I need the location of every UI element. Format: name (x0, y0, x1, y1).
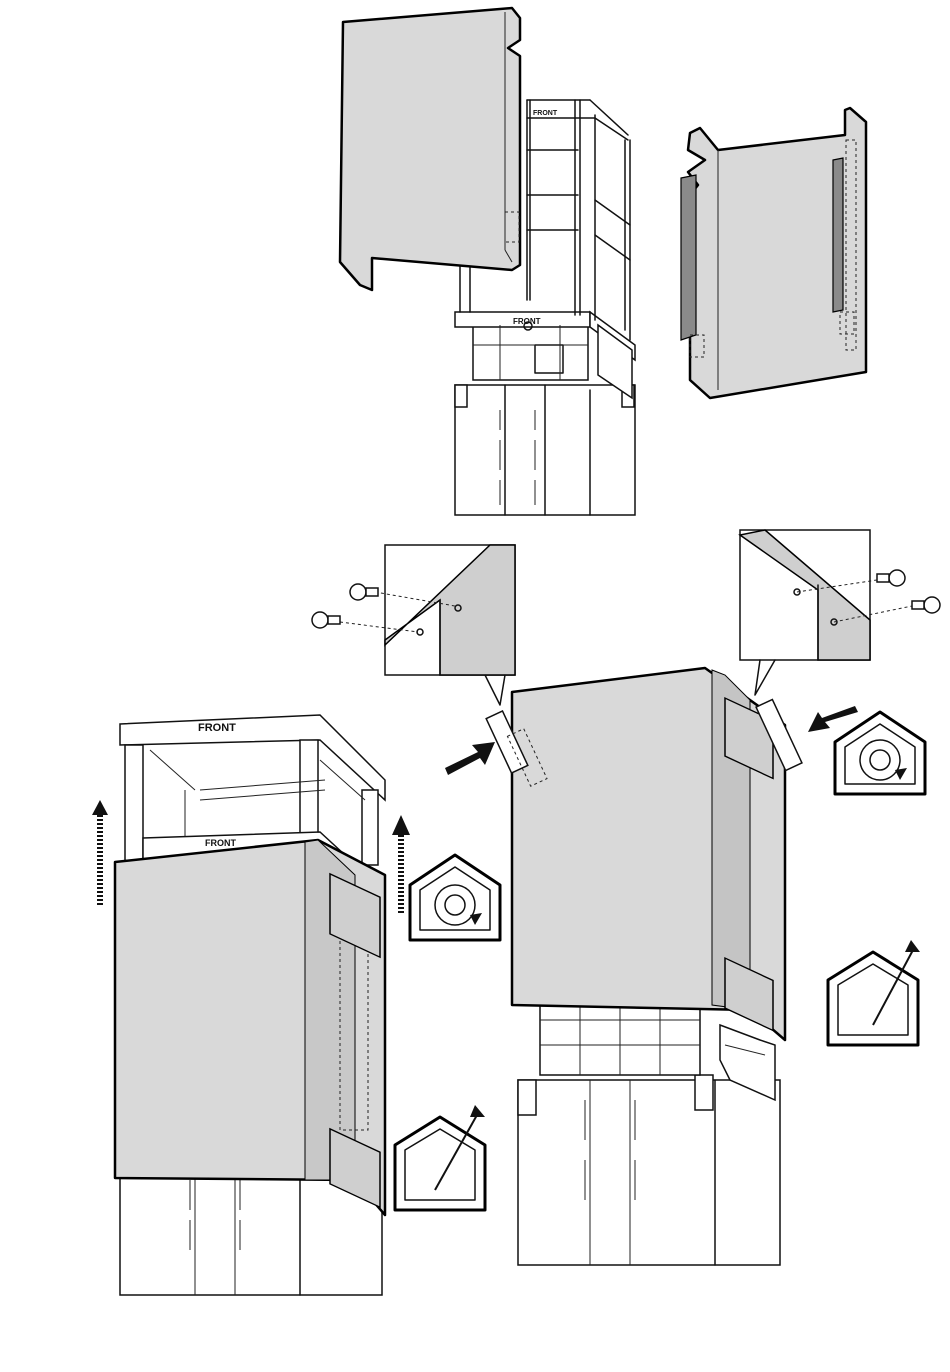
house-recirculation-icon (835, 712, 925, 794)
right-lower-duct (518, 1075, 780, 1265)
bottom-left-assembly: FRONT FRONT (92, 715, 500, 1295)
detail-callout-left (340, 545, 515, 705)
top-side-cover (681, 108, 866, 398)
top-lower-duct (455, 385, 635, 515)
right-cover (512, 668, 785, 1040)
top-front-cover (340, 8, 520, 290)
top-assembly: FRONT (340, 8, 866, 515)
left-cover (115, 840, 385, 1215)
front-label-left-top: FRONT (198, 722, 236, 734)
front-label-left-mid: FRONT (205, 838, 236, 848)
front-label-top: FRONT (533, 110, 558, 117)
bottom-right-assembly (312, 530, 940, 1265)
left-upper-frame: FRONT FRONT (120, 715, 385, 865)
house-exhaust-icon (395, 1105, 485, 1210)
house-exhaust-icon (828, 940, 920, 1045)
detail-callout-right (740, 530, 912, 695)
house-recirculation-icon (410, 855, 500, 940)
